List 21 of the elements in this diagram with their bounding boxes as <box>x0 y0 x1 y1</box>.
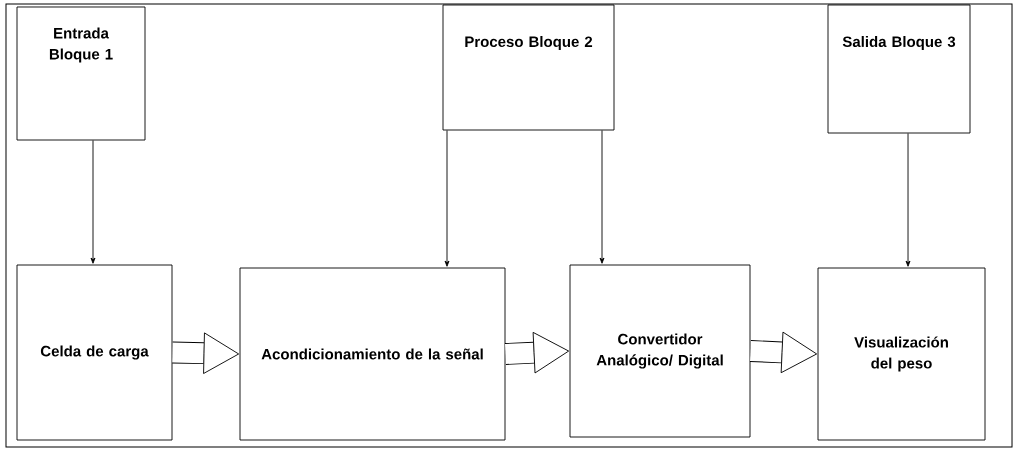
block-box <box>442 4 615 131</box>
block-label: Proceso Bloque 2 <box>465 36 593 50</box>
block-arrow <box>172 332 240 374</box>
arrow <box>599 130 605 264</box>
block-label: Entrada Bloque 1 <box>49 27 113 63</box>
block-arrow <box>504 331 570 374</box>
block-label: Acondicionamiento de la señal <box>261 348 483 360</box>
arrow <box>905 133 911 267</box>
block-box <box>817 267 986 441</box>
block-box <box>569 264 751 438</box>
block-box <box>239 267 506 441</box>
block-box <box>16 6 146 141</box>
block-box <box>16 264 173 441</box>
block-label: Visualización del peso <box>854 336 948 372</box>
block-label: Salida Bloque 3 <box>842 36 956 50</box>
block-arrow <box>749 331 818 374</box>
block-box <box>827 4 971 134</box>
arrow <box>90 140 96 264</box>
block-label: Celda de carga <box>40 345 149 360</box>
block-label: Convertidor Analógico/ Digital <box>596 333 723 369</box>
arrow <box>444 130 450 267</box>
